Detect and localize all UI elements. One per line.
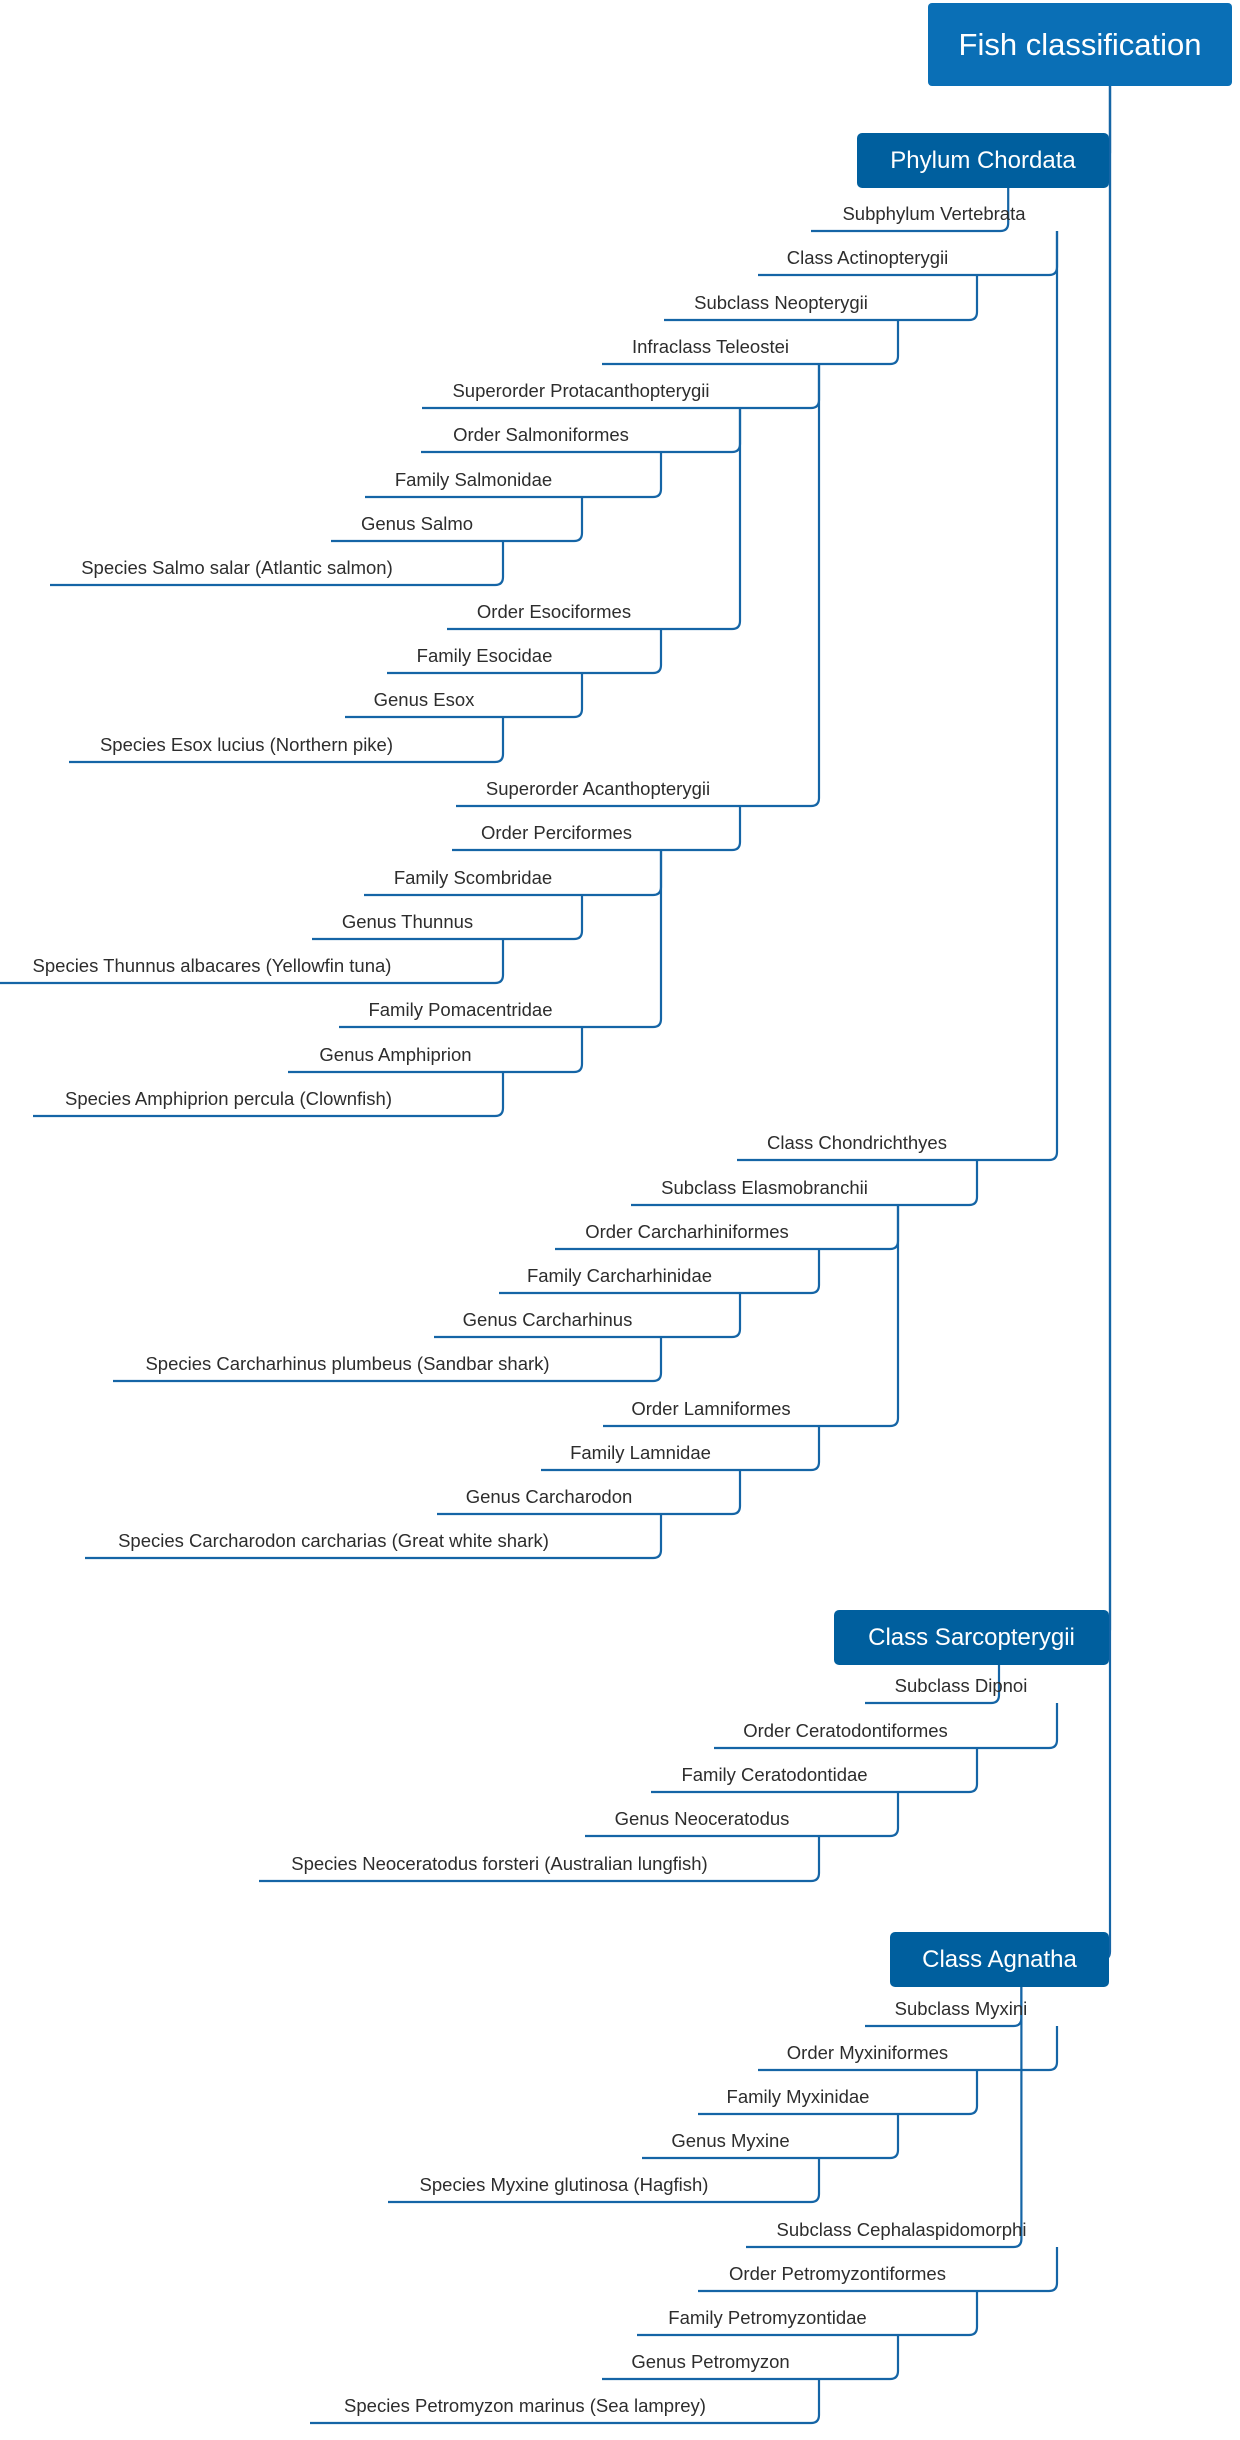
node-species-salmo-salar[interactable]: Species Salmo salar (Atlantic salmon): [81, 557, 393, 578]
node-family-salmonidae[interactable]: Family Salmonidae: [394, 469, 553, 490]
node-genus-carcharodon[interactable]: Genus Carcharodon: [465, 1486, 633, 1507]
node-species-myxine-glutinosa[interactable]: Species Myxine glutinosa (Hagfish): [419, 2174, 709, 2195]
node-family-carcharhinidae[interactable]: Family Carcharhinidae: [526, 1265, 713, 1286]
node-order-lamniformes[interactable]: Order Lamniformes: [631, 1398, 791, 1419]
edge-cephal-petrof: [698, 2247, 1059, 2293]
node-family-myxinidae[interactable]: Family Myxinidae: [726, 2086, 870, 2107]
edge-elasmo-lamnif: [603, 1205, 900, 1428]
node-family-lamnidae[interactable]: Family Lamnidae: [570, 1442, 711, 1463]
node-class-chondrichthyes[interactable]: Class Chondrichthyes: [767, 1132, 947, 1153]
edge-myxif-myxid: [698, 2070, 979, 2116]
edge-neo-tele: [602, 320, 900, 366]
edge-esocif-esocid: [387, 629, 663, 675]
edge-protac-esocif: [447, 408, 742, 631]
node-class-actinopterygii[interactable]: Class Actinopterygii: [786, 247, 949, 268]
node-order-ceratodontiformes[interactable]: Order Ceratodontiformes: [743, 1720, 948, 1741]
edge-myxine-glut: [388, 2158, 821, 2204]
edge-chondr-elasmo: [631, 1160, 979, 1207]
edge-percif-pomac: [339, 850, 663, 1029]
node-genus-esox[interactable]: Genus Esox: [373, 689, 475, 710]
node-family-scombridae[interactable]: Family Scombridae: [393, 867, 553, 888]
edge-esox-lucius: [69, 717, 505, 764]
node-genus-petromyzon[interactable]: Genus Petromyzon: [631, 2351, 790, 2372]
node-species-esox-lucius[interactable]: Species Esox lucius (Northern pike): [99, 734, 394, 755]
edge-myxini-myxif: [758, 2026, 1059, 2072]
edge-salmo-salar: [50, 541, 505, 587]
node-family-petromyzontidae[interactable]: Family Petromyzontidae: [668, 2307, 867, 2328]
node-genus-neoceratodus[interactable]: Genus Neoceratodus: [614, 1808, 790, 1829]
node-superorder-acanthopterygii[interactable]: Superorder Acanthopterygii: [485, 778, 711, 799]
edge-scomb-thunnus: [312, 895, 584, 941]
node-subclass-elasmobranchii[interactable]: Subclass Elasmobranchii: [661, 1177, 868, 1198]
node-order-petromyzontiformes[interactable]: Order Petromyzontiformes: [729, 2263, 946, 2284]
edge-ceratod-neocer: [585, 1792, 900, 1838]
root-node-fish-classification[interactable]: Fish classification: [928, 3, 1232, 86]
node-family-esocidae[interactable]: Family Esocidae: [416, 645, 553, 666]
node-species-amphiprion-percula[interactable]: Species Amphiprion percula (Clownfish): [65, 1088, 392, 1109]
edge-acanth-percif: [452, 806, 742, 852]
node-species-carcharhinus-plumbeus[interactable]: Species Carcharhinus plumbeus (Sandbar s…: [145, 1353, 550, 1374]
edge-neocer-forst: [259, 1836, 821, 1883]
node-genus-thunnus[interactable]: Genus Thunnus: [341, 911, 474, 932]
edge-salmonid-salmo: [331, 497, 584, 543]
edge-pomac-amphi: [288, 1027, 584, 1074]
edge-carcharo-gws: [85, 1514, 663, 1560]
node-infraclass-teleostei[interactable]: Infraclass Teleostei: [632, 336, 789, 357]
edge-esocid-esox: [345, 673, 584, 719]
edge-carchid-carchg: [434, 1293, 742, 1339]
node-order-esociformes[interactable]: Order Esociformes: [476, 601, 632, 622]
node-subclass-myxini[interactable]: Subclass Myxini: [894, 1998, 1028, 2019]
edge-petrog-marinus: [310, 2379, 821, 2425]
edge-sarco-dipnoi: [865, 1665, 1001, 1705]
branch-node-class-sarcopterygii[interactable]: Class Sarcopterygii: [834, 1610, 1109, 1665]
node-species-neoceratodus-forsteri[interactable]: Species Neoceratodus forsteri (Australia…: [291, 1853, 708, 1874]
edge-carchg-plumb: [113, 1337, 663, 1383]
edge-salmonif-salmonid: [365, 452, 663, 499]
edge-tele-acanth: [456, 364, 821, 808]
node-species-carcharodon-carcharias[interactable]: Species Carcharodon carcharias (Great wh…: [118, 1530, 549, 1551]
node-superorder-protacanthopterygii[interactable]: Superorder Protacanthopterygii: [452, 380, 710, 401]
node-subphylum-vertebrata[interactable]: Subphylum Vertebrata: [842, 203, 1026, 224]
node-order-perciformes[interactable]: Order Perciformes: [480, 822, 633, 843]
node-family-ceratodontidae[interactable]: Family Ceratodontidae: [681, 1764, 868, 1785]
edge-lamnif-lamnid: [541, 1426, 821, 1472]
branch-node-phylum-chordata[interactable]: Phylum Chordata: [857, 133, 1109, 188]
node-genus-carcharhinus[interactable]: Genus Carcharhinus: [462, 1309, 633, 1330]
edge-actino-neo: [664, 275, 979, 322]
edge-myxid-myxine: [642, 2114, 900, 2160]
node-order-carcharhiniformes[interactable]: Order Carcharhiniformes: [585, 1221, 789, 1242]
node-family-pomacentridae[interactable]: Family Pomacentridae: [368, 999, 553, 1020]
node-species-petromyzon-marinus[interactable]: Species Petromyzon marinus (Sea lamprey): [344, 2395, 706, 2416]
node-order-salmoniformes[interactable]: Order Salmoniformes: [453, 424, 629, 445]
edge-petrof-petrod: [637, 2291, 979, 2337]
node-species-thunnus-albacares[interactable]: Species Thunnus albacares (Yellowfin tun…: [32, 955, 392, 976]
node-order-myxiniformes[interactable]: Order Myxiniformes: [786, 2042, 949, 2063]
edge-dipnoi-ceratof: [714, 1703, 1059, 1750]
node-genus-salmo[interactable]: Genus Salmo: [360, 513, 474, 534]
branch-node-class-agnatha[interactable]: Class Agnatha: [890, 1932, 1109, 1987]
node-subclass-cephalaspidomorphi[interactable]: Subclass Cephalaspidomorphi: [776, 2219, 1027, 2240]
edge-root-sarco: [1101, 86, 1112, 1639]
edge-lamnid-carcharo: [437, 1470, 742, 1516]
edge-petrod-petrog: [602, 2335, 900, 2381]
node-genus-myxine[interactable]: Genus Myxine: [671, 2130, 790, 2151]
edge-carchif-carchid: [499, 1249, 821, 1295]
node-subclass-neopterygii[interactable]: Subclass Neopterygii: [694, 292, 868, 313]
edge-ceratof-ceratod: [651, 1748, 979, 1794]
edge-agnatha-cephal: [746, 1987, 1023, 2249]
node-genus-amphiprion[interactable]: Genus Amphiprion: [319, 1044, 472, 1065]
edge-chordata-vert: [811, 188, 1010, 233]
edge-thunnus-albac: [0, 939, 505, 985]
edge-amphi-percula: [33, 1072, 505, 1118]
edge-vert-chondr: [737, 231, 1059, 1162]
node-subclass-dipnoi[interactable]: Subclass Dipnoi: [894, 1675, 1028, 1696]
edge-root-agnatha: [1101, 86, 1112, 1961]
